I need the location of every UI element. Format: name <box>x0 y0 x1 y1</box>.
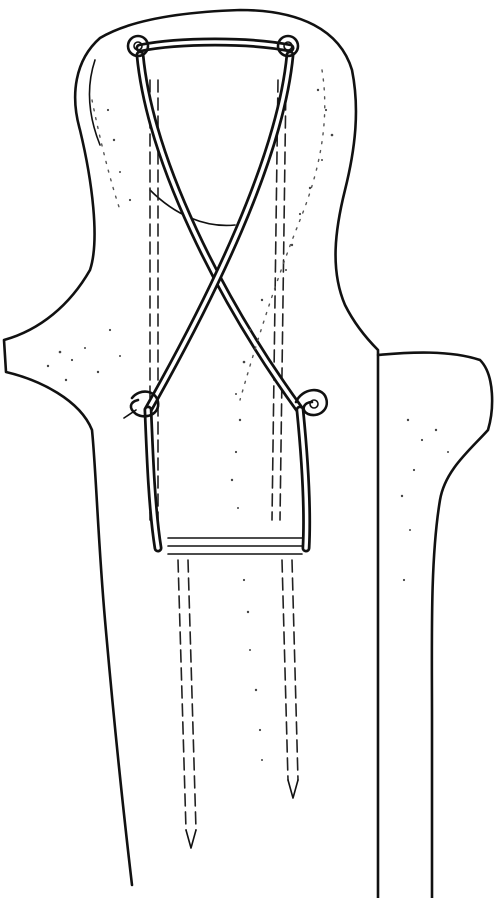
kirschner-wire-right <box>272 80 298 798</box>
tension-band-wire <box>140 42 307 548</box>
fracture-line <box>168 538 302 554</box>
bone-stippling <box>47 89 449 761</box>
olecranon-tip-contour <box>90 60 100 145</box>
adjacent-bone-outline <box>378 353 492 898</box>
kirschner-wire-left <box>150 80 196 848</box>
cortical-dots-left <box>92 100 120 210</box>
